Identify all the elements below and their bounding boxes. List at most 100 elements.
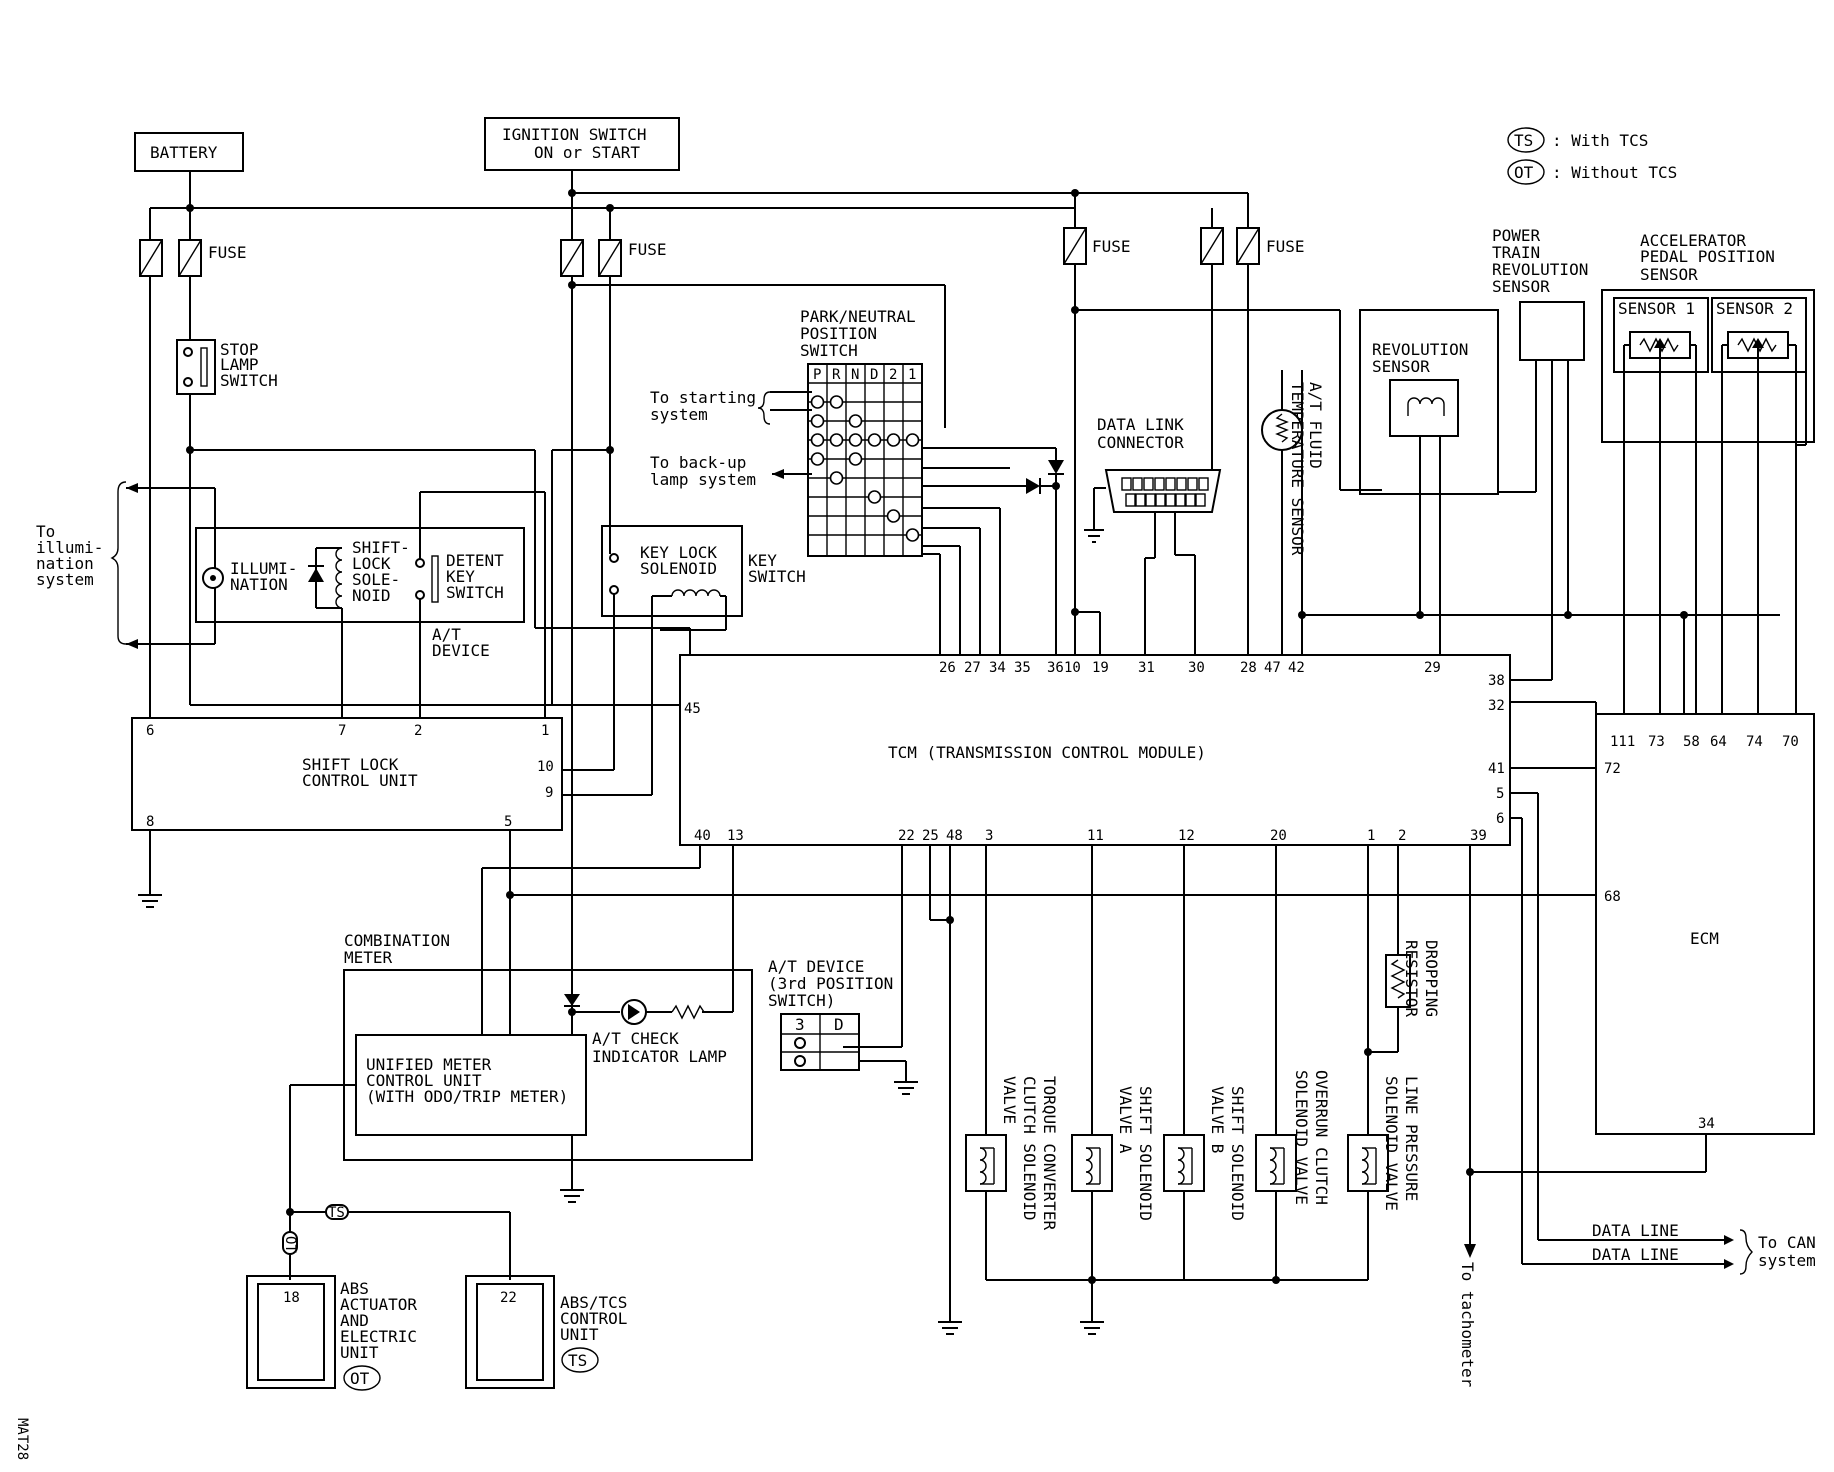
dlc-pin (1132, 477, 1143, 491)
svg-text:TORQUE CONVERTER: TORQUE CONVERTER (1040, 1076, 1059, 1230)
pnp-contact (867, 490, 882, 504)
svg-text:FUSE: FUSE (1092, 237, 1131, 256)
pnp-contact (905, 433, 920, 447)
svg-text:ACCELERATOR: ACCELERATOR (1640, 231, 1746, 250)
svg-text:LAMP: LAMP (220, 355, 259, 374)
dlc-pin (1198, 477, 1209, 491)
svg-text:35: 35 (1014, 660, 1031, 676)
svg-text:SENSOR: SENSOR (1640, 265, 1698, 284)
svg-text:KEY LOCK: KEY LOCK (640, 543, 717, 562)
svg-text:26: 26 (939, 660, 956, 676)
svg-text:27: 27 (964, 660, 981, 676)
svg-text:47: 47 (1264, 660, 1281, 676)
at-fluid-temperature-sensor: A/T FLUID TEMPERATURE SENSOR (1247, 264, 1780, 655)
pnp-contact (810, 433, 825, 447)
pnp-contact (829, 433, 844, 447)
svg-text:DEVICE: DEVICE (432, 641, 490, 660)
svg-text:38: 38 (1488, 673, 1505, 689)
pnp-contact (848, 452, 863, 466)
svg-text:74: 74 (1746, 734, 1763, 750)
key-lock-solenoid: KEY LOCK SOLENOID KEY SWITCH (551, 276, 946, 1172)
svg-text:29: 29 (1424, 660, 1441, 676)
svg-text:10: 10 (1064, 660, 1081, 676)
svg-text:OVERRUN CLUTCH: OVERRUN CLUTCH (1312, 1070, 1331, 1205)
pnp-contact (848, 433, 863, 447)
svg-text:UNIT: UNIT (560, 1325, 599, 1344)
svg-text:5: 5 (504, 814, 512, 830)
fuse-battery: FUSE (139, 239, 247, 277)
svg-text:NOID: NOID (352, 586, 391, 605)
dlc-pin (1145, 493, 1156, 507)
abs-units: TS OT 18 ABS ACTUATOR AND ELECTRIC UNIT … (246, 1204, 627, 1391)
svg-text:FUSE: FUSE (1266, 237, 1305, 256)
tcm: TCM (TRANSMISSION CONTROL MODULE) 26 27 … (679, 654, 1511, 846)
svg-text:CONTROL UNIT: CONTROL UNIT (302, 771, 418, 790)
legend-ts-text: : With TCS (1552, 131, 1648, 150)
svg-text:7: 7 (338, 723, 346, 739)
svg-text:OT: OT (282, 1236, 298, 1253)
svg-text:SWITCH: SWITCH (446, 583, 504, 602)
svg-text:42: 42 (1288, 660, 1305, 676)
svg-text:SWITCH): SWITCH) (768, 991, 835, 1010)
svg-text:lamp system: lamp system (650, 470, 756, 489)
fuse-right: FUSE (1200, 227, 1305, 265)
svg-text:34: 34 (989, 660, 1006, 676)
svg-text:FUSE: FUSE (628, 240, 667, 259)
svg-text:45: 45 (684, 701, 701, 717)
svg-text:RESISTOR: RESISTOR (1402, 940, 1421, 1017)
svg-text:To: To (36, 522, 55, 541)
svg-text:UNIT: UNIT (340, 1343, 379, 1362)
svg-text:INDICATOR LAMP: INDICATOR LAMP (592, 1047, 727, 1066)
svg-text:SOLE-: SOLE- (352, 570, 400, 589)
svg-text:6: 6 (1496, 811, 1504, 827)
svg-text:(WITH ODO/TRIP METER): (WITH ODO/TRIP METER) (366, 1087, 568, 1106)
legend-ts-code: TS (1514, 131, 1533, 150)
svg-text:40: 40 (694, 828, 711, 844)
svg-text:6: 6 (146, 723, 154, 739)
svg-text:ECM: ECM (1690, 929, 1719, 948)
data-lines: DATA LINE DATA LINE To CAN system (1592, 1221, 1816, 1275)
svg-text:To CAN: To CAN (1758, 1233, 1816, 1252)
to-illumination-system: To illumi- nation system (36, 481, 216, 649)
svg-text:32: 32 (1488, 698, 1505, 714)
svg-text:58: 58 (1683, 734, 1700, 750)
svg-text:41: 41 (1488, 761, 1505, 777)
ecm: ECM 111 73 58 64 74 70 72 68 34 (1470, 611, 1815, 1173)
svg-text:SOLENOID: SOLENOID (640, 559, 717, 578)
svg-text:A/T: A/T (432, 625, 461, 644)
svg-text:31: 31 (1138, 660, 1155, 676)
svg-text:To back-up: To back-up (650, 453, 746, 472)
svg-text:UNIFIED METER: UNIFIED METER (366, 1055, 492, 1074)
svg-text:DATA LINE: DATA LINE (1592, 1221, 1679, 1240)
dlc-pin (1187, 477, 1198, 491)
svg-text:PEDAL POSITION: PEDAL POSITION (1640, 247, 1775, 266)
svg-text:LINE PRESSURE: LINE PRESSURE (1402, 1076, 1421, 1201)
svg-text:SWITCH: SWITCH (220, 371, 278, 390)
pnp-contact (905, 528, 920, 542)
svg-text:DATA LINE: DATA LINE (1592, 1245, 1679, 1264)
at-device-3rd-position-switch: A/T DEVICE (3rd POSITION SWITCH) 3 D (768, 957, 918, 1095)
svg-text:SENSOR: SENSOR (1492, 277, 1550, 296)
svg-text:METER: METER (344, 948, 393, 967)
pnp-position-label: N (851, 367, 859, 383)
accelerator-pedal-position-sensor: ACCELERATOR PEDAL POSITION SENSOR SENSOR… (1601, 231, 1815, 714)
legend-ot-code: OT (1514, 163, 1534, 182)
dlc-pin (1121, 477, 1132, 491)
svg-text:9: 9 (545, 785, 553, 801)
svg-text:111: 111 (1610, 734, 1635, 750)
svg-text:D: D (834, 1015, 844, 1034)
svg-text:3: 3 (985, 828, 993, 844)
svg-text:SHIFT-: SHIFT- (352, 538, 410, 557)
svg-text:SOLENOID VALVE: SOLENOID VALVE (1292, 1070, 1311, 1205)
svg-text:To starting: To starting (650, 388, 756, 407)
svg-text:22: 22 (898, 828, 915, 844)
valve-winding (1361, 1147, 1369, 1185)
svg-text:CLUTCH SOLENOID: CLUTCH SOLENOID (1020, 1076, 1039, 1221)
svg-text:SWITCH: SWITCH (800, 341, 858, 360)
svg-text:18: 18 (283, 1290, 300, 1306)
svg-text:68: 68 (1604, 889, 1621, 905)
pnp-contact (886, 433, 901, 447)
svg-text:system: system (36, 570, 94, 589)
svg-text:DETENT: DETENT (446, 551, 504, 570)
